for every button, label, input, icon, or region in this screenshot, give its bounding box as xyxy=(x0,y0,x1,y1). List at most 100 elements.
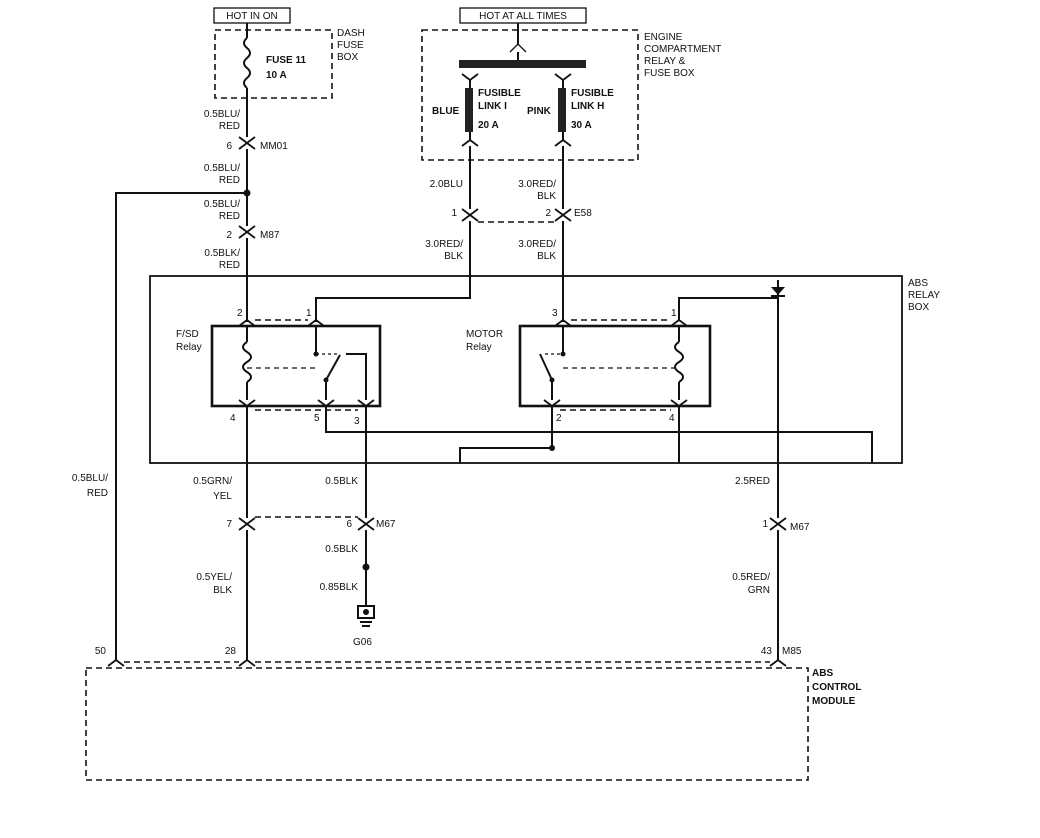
hot-at-all-times-label: HOT AT ALL TIMES xyxy=(459,7,587,24)
wire-label: 2.5RED xyxy=(735,476,770,487)
wire-label: RED xyxy=(219,211,240,222)
fuse-11-rating: 10 A xyxy=(266,70,287,81)
fsd-relay-label-2: Relay xyxy=(176,342,202,353)
wire-label: RED xyxy=(219,121,240,132)
relay-pin: 4 xyxy=(669,413,675,424)
engine-compartment-label-1: ENGINE xyxy=(644,32,683,43)
relay-pin: 1 xyxy=(306,308,312,319)
fusible-link-i-label-1: FUSIBLE xyxy=(478,88,521,99)
dash-fuse-box-label-3: BOX xyxy=(337,52,358,63)
connector-pin: 7 xyxy=(226,519,232,530)
wire-label: 0.5GRN/ xyxy=(193,476,232,487)
fusible-link-i-rating: 20 A xyxy=(478,120,499,131)
dash-fuse-box-label-2: FUSE xyxy=(337,40,364,51)
relay-pin: 2 xyxy=(556,413,562,424)
motor-relay-label-2: Relay xyxy=(466,342,492,353)
wire-label: RED xyxy=(219,175,240,186)
engine-compartment-label-4: FUSE BOX xyxy=(644,68,695,79)
abs-module-label-2: CONTROL xyxy=(812,682,861,693)
connector-e58: E58 xyxy=(574,208,592,219)
connector-pin: 1 xyxy=(451,208,457,219)
relay-pin: 3 xyxy=(354,416,360,427)
wire-label: 0.5BLU/ xyxy=(72,473,108,484)
hot-in-on-text: HOT IN ON xyxy=(226,11,277,22)
wire-label: BLK xyxy=(213,585,232,596)
wire-label: 0.5BLK/ xyxy=(204,248,240,259)
connector-pin: 6 xyxy=(226,141,232,152)
engine-compartment-box: FUSIBLE LINK I 20 A FUSIBLE LINK H 30 A … xyxy=(421,23,721,161)
fuse-11-label: FUSE 11 xyxy=(266,55,306,66)
connector-pin: 2 xyxy=(545,208,551,219)
fsd-relay-label-1: F/SD xyxy=(176,329,199,340)
connector-pin: 43 xyxy=(761,646,773,657)
e58-connector: 2.0BLU 3.0RED/ BLK 1 2 E58 3.0RED/ BLK 3… xyxy=(315,146,592,322)
motor-relay-label-1: MOTOR xyxy=(466,329,503,340)
wire-label: YEL xyxy=(213,491,232,502)
fusible-link-h-rating: 30 A xyxy=(571,120,592,131)
abs-relay-box-label-3: BOX xyxy=(908,302,929,313)
connector-pin: 6 xyxy=(346,519,352,530)
motor-relay: MOTOR Relay 3 1 2 4 xyxy=(466,308,712,424)
wire-label: RED xyxy=(219,260,240,271)
hot-at-all-times-text: HOT AT ALL TIMES xyxy=(479,11,567,22)
engine-compartment-label-2: COMPARTMENT xyxy=(644,44,721,55)
wire-label: BLK xyxy=(537,191,556,202)
relay-pin: 1 xyxy=(671,308,677,319)
connector-m67-b: M67 xyxy=(790,522,810,533)
wire-label: 2.0BLU xyxy=(430,179,463,190)
wire-label: 0.85BLK xyxy=(320,582,359,593)
fusible-link-h-label-1: FUSIBLE xyxy=(571,88,614,99)
relay-pin: 3 xyxy=(552,308,558,319)
wire-label: BLK xyxy=(537,251,556,262)
abs-module-label-3: MODULE xyxy=(812,696,856,707)
wire-label: 0.5BLK xyxy=(325,544,358,555)
relay-pin: 2 xyxy=(237,308,243,319)
fsd-relay: F/SD Relay 2 1 4 5 3 xyxy=(176,308,382,427)
wire-label: 0.5BLU/ xyxy=(204,109,240,120)
blue-color-label: BLUE xyxy=(432,106,460,117)
wire-label: 0.5YEL/ xyxy=(196,572,232,583)
diode-icon xyxy=(771,287,785,295)
relay-pin: 4 xyxy=(230,413,236,424)
lower-wiring: 0.5GRN/ YEL 0.5BLK 2.5RED 7 6 M67 1 M67 … xyxy=(193,406,810,660)
wire-label: GRN xyxy=(748,585,770,596)
ground-label: G06 xyxy=(353,637,372,648)
abs-module-label-1: ABS xyxy=(812,668,833,679)
connector-pin: 1 xyxy=(762,519,768,530)
wire-label: 0.5BLK xyxy=(325,476,358,487)
fusible-link-i xyxy=(465,88,473,132)
abs-relay-box: ABS RELAY BOX F/SD Relay 2 1 xyxy=(149,275,940,464)
connector-m87: M87 xyxy=(260,230,280,241)
left-feed-wire: 0.5BLU/ RED 6 MM01 0.5BLU/ RED 0.5BLU/ R… xyxy=(72,98,288,660)
wire-label: 3.0RED/ xyxy=(518,179,556,190)
relay-pin: 5 xyxy=(314,413,320,424)
connector-m85: M85 xyxy=(782,646,802,657)
bus-bar xyxy=(459,60,586,68)
dash-fuse-box: FUSE 11 10 A DASH FUSE BOX xyxy=(214,23,365,99)
fusible-link-h xyxy=(558,88,566,132)
connector-mm01: MM01 xyxy=(260,141,288,152)
abs-control-module: 50 28 43 M85 ABS CONTROL MODULE xyxy=(85,646,861,781)
hot-in-on-label: HOT IN ON xyxy=(213,7,291,24)
connector-pin: 2 xyxy=(226,230,232,241)
pink-color-label: PINK xyxy=(527,106,552,117)
connector-pin: 28 xyxy=(225,646,237,657)
wire-label: 3.0RED/ xyxy=(518,239,556,250)
fusible-link-i-label-2: LINK I xyxy=(478,101,507,112)
connector-pin: 50 xyxy=(95,646,107,657)
engine-compartment-label-3: RELAY & xyxy=(644,56,686,67)
wire-label: 0.5BLU/ xyxy=(204,163,240,174)
wire-label: BLK xyxy=(444,251,463,262)
abs-relay-box-label-2: RELAY xyxy=(908,290,940,301)
connector-m67: M67 xyxy=(376,519,396,530)
ground-icon xyxy=(357,605,375,627)
dash-fuse-box-label-1: DASH xyxy=(337,28,365,39)
wire-label: 3.0RED/ xyxy=(425,239,463,250)
fusible-link-h-label-2: LINK H xyxy=(571,101,604,112)
splice-dot xyxy=(362,563,370,571)
wire-label: 0.5RED/ xyxy=(732,572,770,583)
wire-label: 0.5BLU/ xyxy=(204,199,240,210)
wire-label: RED xyxy=(87,488,108,499)
abs-relay-box-label-1: ABS xyxy=(908,278,928,289)
